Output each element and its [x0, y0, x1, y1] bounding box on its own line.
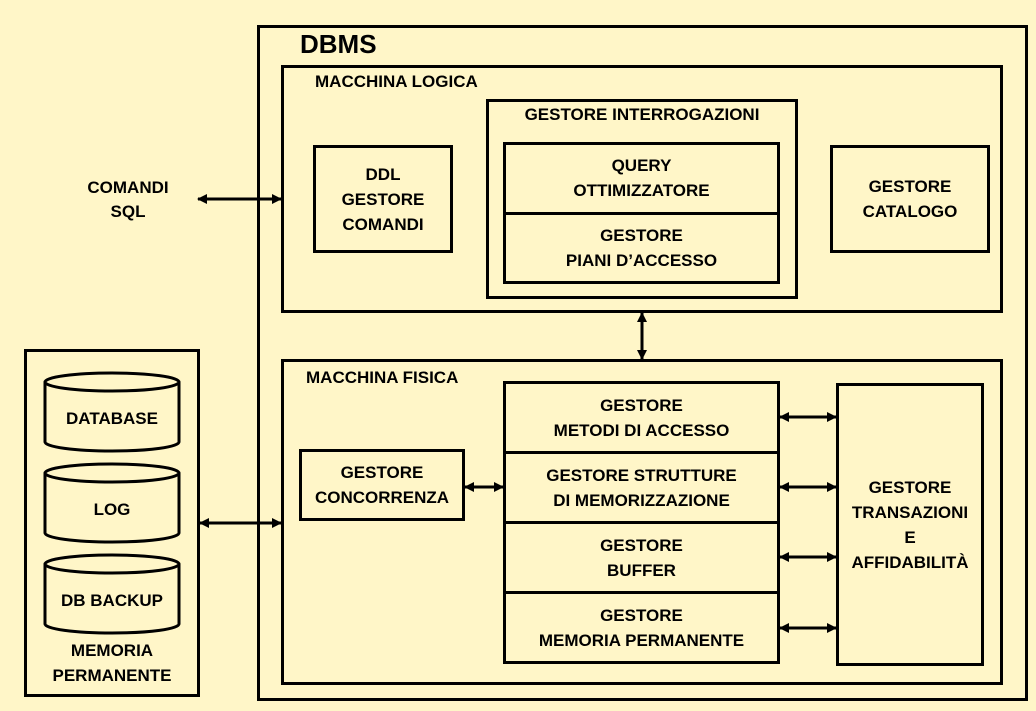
transazioni-line4: AFFIDABILITÀ	[851, 552, 969, 572]
dbms-box	[257, 25, 1028, 701]
gestore-interrogazioni-box	[486, 99, 798, 299]
comandi-sql-line1: COMANDI	[87, 178, 169, 197]
query-line2: OTTIMIZZATORE	[573, 181, 710, 201]
gestore-piani-accesso-box: GESTORE PIANI D’ACCESSO	[506, 211, 777, 282]
gestore-strutture-box: GESTORE STRUTTURE DI MEMORIZZAZIONE	[506, 451, 777, 521]
dbms-title: DBMS	[300, 29, 377, 59]
macchina-fisica-title: MACCHINA FISICA	[306, 368, 459, 387]
log-label: LOG	[93, 499, 131, 519]
macchina-logica-box	[281, 65, 1003, 313]
memoria-line1: GESTORE	[600, 605, 683, 625]
query-ottimizzatore-box: QUERY OTTIMIZZATORE	[506, 145, 777, 212]
ddl-line1: DDL	[365, 164, 401, 184]
gestore-transazioni-box: GESTORE TRANSAZIONI E AFFIDABILITÀ	[836, 383, 984, 666]
macchina-logica-title: MACCHINA LOGICA	[315, 72, 478, 91]
gestore-concorrenza-box: GESTORE CONCORRENZA	[299, 449, 465, 521]
transazioni-line3: E	[904, 527, 916, 547]
memoria-permanente-line1: MEMORIA	[70, 641, 154, 660]
query-line1: QUERY	[611, 156, 672, 176]
strutture-line2: DI MEMORIZZAZIONE	[553, 490, 730, 510]
transazioni-line1: GESTORE	[868, 477, 952, 497]
db-backup-label: DB BACKUP	[61, 590, 163, 610]
macchina-fisica-box	[281, 359, 1003, 685]
query-piani-stack: QUERY OTTIMIZZATORE GESTORE PIANI D’ACCE…	[503, 142, 780, 284]
database-label: DATABASE	[66, 408, 158, 428]
gestore-buffer-box: GESTORE BUFFER	[506, 521, 777, 591]
gestore-memoria-permanente-box: GESTORE MEMORIA PERMANENTE	[506, 591, 777, 661]
gestore-catalogo-box: GESTORE CATALOGO	[830, 145, 990, 253]
metodi-line2: METODI DI ACCESSO	[553, 420, 730, 440]
comandi-sql-line2: SQL	[110, 202, 146, 221]
piani-line2: PIANI D’ACCESSO	[565, 250, 718, 270]
piani-line1: GESTORE	[600, 225, 683, 245]
gestore-interrogazioni-title: GESTORE INTERROGAZIONI	[524, 105, 760, 124]
memoria-line2: MEMORIA PERMANENTE	[538, 630, 745, 650]
memoria-permanente-box	[24, 349, 200, 697]
buffer-line1: GESTORE	[600, 535, 683, 555]
catalogo-line2: CATALOGO	[862, 202, 958, 221]
gestore-metodi-accesso-box: GESTORE METODI DI ACCESSO	[506, 384, 777, 451]
memoria-permanente-label: MEMORIA PERMANENTE	[24, 637, 200, 689]
memoria-permanente-line2: PERMANENTE	[52, 666, 172, 685]
metodi-line1: GESTORE	[600, 395, 683, 415]
catalogo-line1: GESTORE	[868, 177, 952, 196]
concorrenza-line2: CONCORRENZA	[314, 488, 450, 507]
comandi-sql-label: COMANDI SQL	[68, 175, 188, 225]
concorrenza-line1: GESTORE	[340, 463, 424, 482]
ddl-gestore-comandi-box: DDL GESTORE COMANDI	[313, 145, 453, 253]
buffer-line2: BUFFER	[607, 560, 676, 580]
transazioni-line2: TRANSAZIONI	[851, 502, 969, 522]
ddl-line2: GESTORE	[341, 189, 425, 209]
strutture-line1: GESTORE STRUTTURE	[546, 465, 737, 485]
ddl-line3: COMANDI	[342, 214, 424, 234]
gestori-fisici-stack: GESTORE METODI DI ACCESSO GESTORE STRUTT…	[503, 381, 780, 664]
